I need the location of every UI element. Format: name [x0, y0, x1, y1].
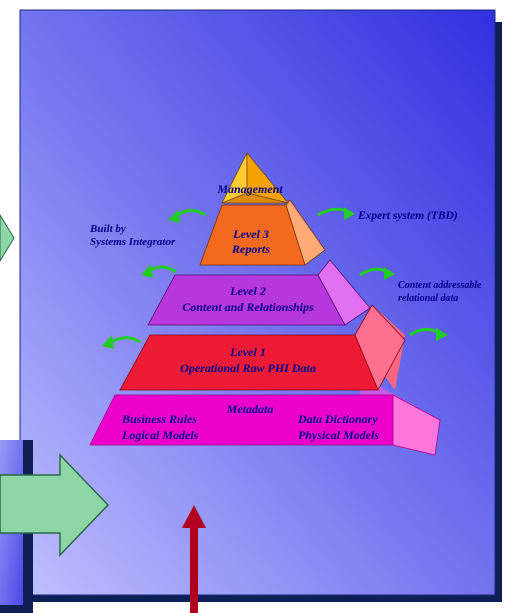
expert-system-label: Expert system (TBD) [357, 210, 458, 222]
apex-label: Management [216, 182, 283, 196]
base-title: Metadata [226, 402, 274, 416]
pyramid-base-metadata [89, 375, 441, 456]
level1-subtitle: Operational Raw PHI Data [180, 361, 316, 375]
level3-subtitle: Reports [231, 242, 270, 256]
content-addressable-line2: relational data [398, 293, 458, 304]
curved-arrows [102, 207, 448, 349]
base-left-line1: Business Rules [121, 412, 197, 426]
pyramid-level-1 [119, 304, 406, 391]
level3-title: Level 3 [232, 227, 269, 241]
base-right-line2: Physical Models [298, 428, 379, 442]
level2-title: Level 2 [229, 284, 266, 298]
built-by-line1: Built by [89, 223, 126, 235]
level3-side-face [285, 199, 326, 266]
built-by-line2: Systems Integrator [90, 236, 176, 248]
content-addressable-line1: Content addressable [398, 280, 482, 291]
level2-subtitle: Content and Relationships [182, 300, 314, 314]
left-arrow-tip [0, 214, 15, 262]
pyramid-level-2 [147, 259, 371, 326]
level1-title: Level 1 [229, 345, 266, 359]
bottom-red-arrow [182, 505, 206, 613]
level2-side-face [317, 259, 371, 326]
pyramid-apex-management [221, 151, 290, 204]
pyramid-level-3 [199, 199, 326, 266]
base-left-line2: Logical Models [121, 428, 199, 442]
big-green-arrow [0, 453, 110, 557]
base-right-line1: Data Dictionary [297, 412, 378, 426]
